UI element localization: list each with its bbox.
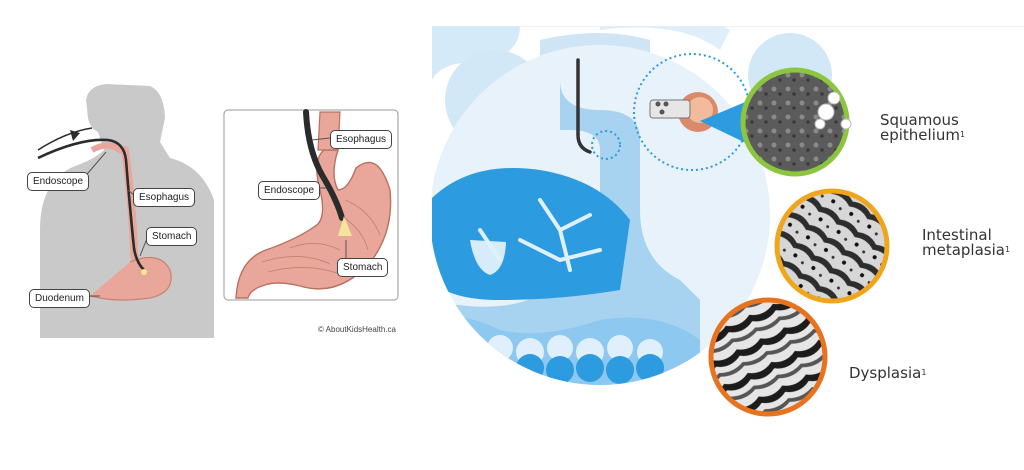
- reference-marker: 1: [960, 130, 966, 139]
- reference-marker: 1: [921, 368, 927, 377]
- inset-label-stomach: Stomach: [337, 258, 389, 277]
- finding-label-intestinal-metaplasia: Intestinal metaplasia1: [922, 228, 1010, 258]
- label-stomach: Stomach: [146, 227, 198, 246]
- finding-label-line2: epithelium: [880, 126, 960, 144]
- label-endoscope: Endoscope: [27, 172, 90, 191]
- right-illustration: [432, 26, 1024, 417]
- inset-label-esophagus: Esophagus: [330, 130, 393, 149]
- label-duodenum: Duodenum: [29, 289, 90, 308]
- finding-label-line1: Intestinal: [922, 226, 992, 244]
- endoscope-tube: [37, 127, 147, 275]
- reference-marker: 1: [1004, 245, 1011, 254]
- finding-label-line1: Squamous: [880, 111, 959, 129]
- label-esophagus: Esophagus: [133, 188, 196, 207]
- finding-label-line2: metaplasia: [922, 241, 1005, 259]
- image-credit: © AboutKidsHealth.ca: [318, 325, 396, 334]
- finding-label-squamous-epithelium: Squamous epithelium1: [880, 113, 965, 143]
- inset-label-endoscope: Endoscope: [258, 181, 321, 200]
- finding-label-line1: Dysplasia: [849, 364, 922, 382]
- finding-label-dysplasia: Dysplasia1: [849, 366, 926, 381]
